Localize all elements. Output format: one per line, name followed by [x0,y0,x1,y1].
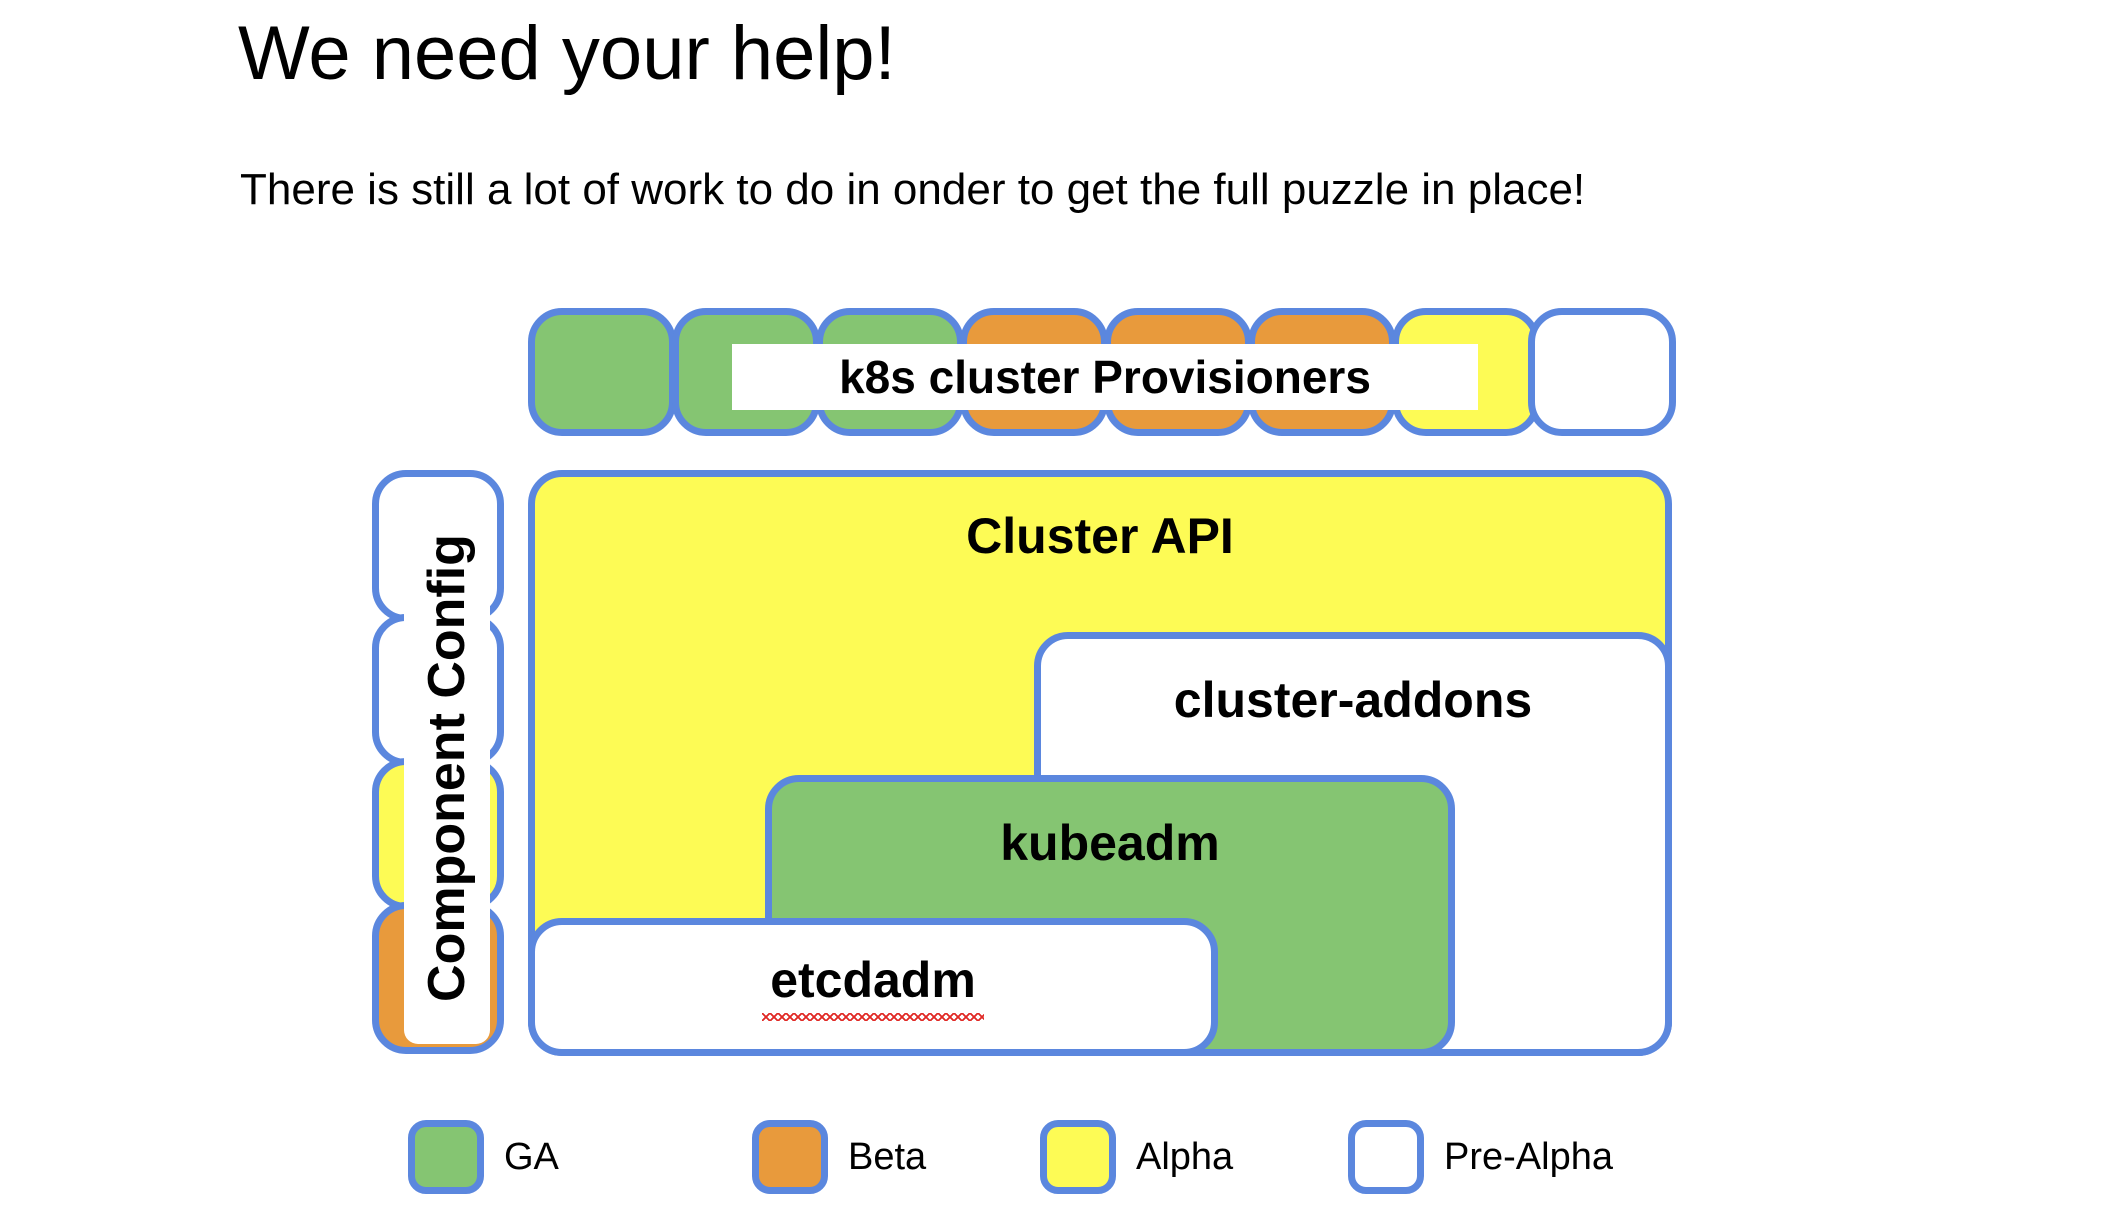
legend-label-beta: Beta [848,1136,927,1178]
provisioner-banner-label: k8s cluster Provisioners [839,351,1371,403]
page-subtitle: There is still a lot of work to do in on… [240,165,1586,214]
provisioner-piece-0[interactable] [528,308,676,436]
page-title: We need your help! [238,11,896,96]
cluster-api-label: Cluster API [966,508,1234,564]
legend-swatch-prealpha [1348,1120,1424,1194]
cluster-addons-label: cluster-addons [1173,672,1533,728]
kubeadm-label: kubeadm [1000,815,1220,871]
legend-swatch-ga [408,1120,484,1194]
component-config-label-box: Component Config [404,492,490,1044]
legend-swatch-beta [752,1120,828,1194]
component-config-label: Component Config [418,534,476,1002]
etcdadm-box[interactable]: etcdadm [528,918,1218,1056]
spellcheck-squiggle-icon [762,1013,984,1021]
provisioner-banner: k8s cluster Provisioners [732,344,1478,410]
etcdadm-label: etcdadm [770,952,976,1008]
legend-label-ga: GA [504,1136,559,1178]
provisioner-piece-7[interactable] [1528,308,1676,436]
legend-swatch-alpha [1040,1120,1116,1194]
legend-label-prealpha: Pre-Alpha [1444,1136,1613,1178]
legend-label-alpha: Alpha [1136,1136,1234,1178]
